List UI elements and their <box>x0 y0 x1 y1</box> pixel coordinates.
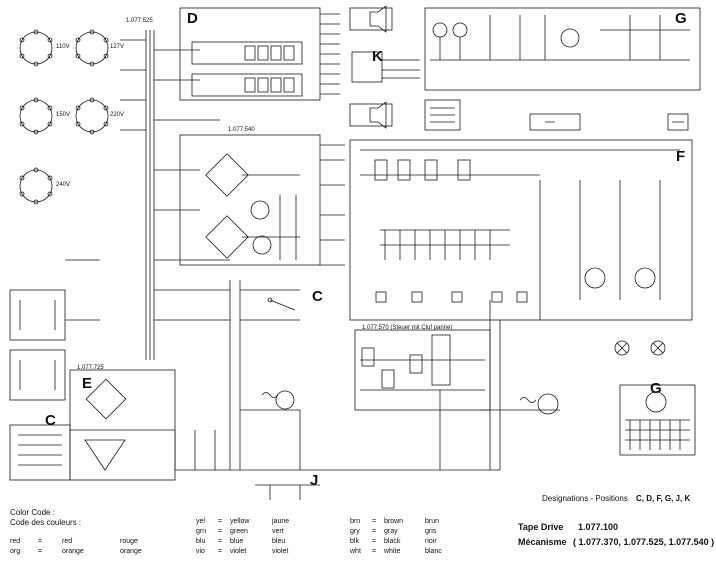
section-f-logic <box>349 113 693 321</box>
color-code-abbr: vio <box>196 548 205 555</box>
line-filter <box>9 259 100 401</box>
color-code-fr: jaune <box>272 518 290 525</box>
voltage-label-110: 110V <box>56 44 70 50</box>
color-code-fr: gris <box>425 528 437 535</box>
color-code-eq: = <box>38 548 43 555</box>
color-code-abbr: blu <box>196 538 206 545</box>
section-label-e: E <box>82 375 93 392</box>
voltage-label-240: 240V <box>56 182 71 188</box>
indicator-lamps <box>614 340 666 356</box>
section-c-switch <box>240 289 300 321</box>
section-g-transistors <box>424 7 701 91</box>
color-code-fr: orange <box>120 548 142 555</box>
color-code-title-fr: Code des couleurs : <box>10 518 82 527</box>
color-code-abbr: red <box>10 538 21 545</box>
color-code-eq: = <box>218 548 223 555</box>
voltage-selector-switches <box>19 29 109 205</box>
section-label-g-top: G <box>675 10 687 27</box>
section-label-d: D <box>187 10 198 27</box>
color-code-fr: blanc <box>425 548 442 555</box>
color-code-title: Color Code : <box>10 508 55 517</box>
color-code-en: gray <box>384 528 398 535</box>
color-code-abbr: blk <box>350 538 359 545</box>
bus-lines <box>174 280 501 500</box>
color-code-en: brown <box>384 518 404 525</box>
color-code-abbr: gry <box>350 528 360 535</box>
tape-drive-label: Tape Drive <box>518 522 564 532</box>
motor-board-part-number: 1.077.725 <box>77 365 104 371</box>
color-code-fr: bleu <box>272 538 286 545</box>
color-code-fr: noir <box>425 538 437 545</box>
connector-table <box>424 99 461 131</box>
color-code-en: black <box>384 538 401 545</box>
color-code-eq: = <box>372 518 377 525</box>
mecanisme-label: Mécanisme <box>518 537 567 547</box>
voltage-label-220: 220V <box>110 112 125 118</box>
color-code-en: yellow <box>230 518 250 525</box>
color-code-en: green <box>230 528 248 535</box>
color-code-eq: = <box>218 528 223 535</box>
color-code-eq: = <box>218 518 223 525</box>
section-c-connector <box>9 424 71 481</box>
section-label-k: K <box>372 48 383 65</box>
transformer <box>120 30 230 360</box>
transformer-part-number: 1.077.525 <box>126 18 153 24</box>
control-board-part-number: 1.077.570 (Steuer mit Cluf panne) <box>362 325 453 331</box>
color-code-eq: = <box>372 548 377 555</box>
voltage-label-127: 127V <box>110 44 125 50</box>
color-code-eq: = <box>372 528 377 535</box>
color-code-abbr: wht <box>350 548 361 555</box>
section-k-relay <box>351 51 420 83</box>
section-label-c-mid: C <box>312 288 323 305</box>
color-code-en: blue <box>230 538 244 545</box>
color-code-en: white <box>384 548 401 555</box>
color-code-fr: rouge <box>120 538 138 545</box>
color-code-abbr: brn <box>350 518 361 525</box>
supply-board <box>179 134 345 266</box>
color-code-fr: brun <box>425 518 440 525</box>
section-label-f: F <box>676 148 686 165</box>
color-code-eq: = <box>372 538 377 545</box>
color-code-fr: violet <box>272 548 289 555</box>
section-label-c-left: C <box>45 412 56 429</box>
color-code-eq: = <box>218 538 223 545</box>
color-code-en: violet <box>230 548 247 555</box>
designations-letters: C, D, F, G, J, K <box>636 494 691 503</box>
color-code-en: orange <box>62 548 84 555</box>
color-code-eq: = <box>38 538 43 545</box>
color-code-en: red <box>62 538 73 545</box>
mecanisme-numbers: ( 1.077.370, 1.077.525, 1.077.540 ) <box>573 537 715 547</box>
section-label-g-right: G <box>650 380 662 397</box>
section-label-j: J <box>310 472 319 489</box>
section-g-plug <box>619 384 696 456</box>
color-code-fr: vert <box>272 528 284 535</box>
section-d-amplifiers <box>179 5 393 129</box>
supply-board-part-number: 1.077.540 <box>228 127 255 133</box>
tape-drive-number: 1.077.100 <box>578 522 619 532</box>
voltage-label-150: 150V <box>56 112 71 118</box>
color-code-abbr: yel <box>196 518 205 525</box>
designations-label: Designations - Positions <box>542 494 628 503</box>
control-board <box>354 329 491 411</box>
color-code-abbr: org <box>10 548 21 555</box>
motors <box>240 390 560 415</box>
color-code-abbr: grn <box>196 528 207 535</box>
